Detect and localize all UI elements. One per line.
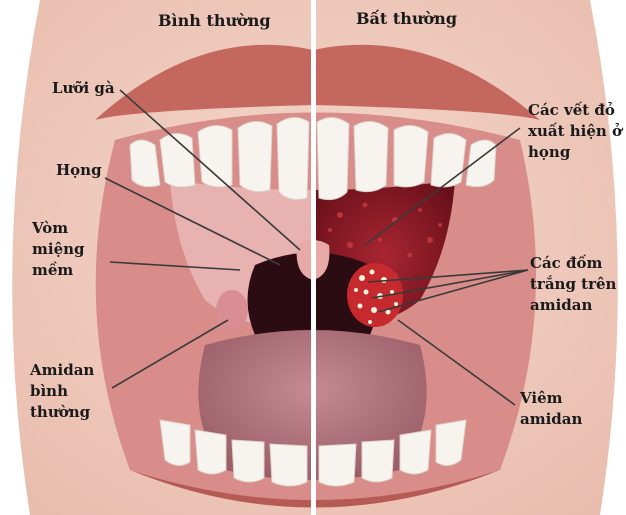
leader-soft-palate: [109, 261, 241, 271]
upper-lip: [95, 44, 540, 120]
leader-throat: [104, 177, 281, 266]
leader-white-spot-1: [367, 269, 529, 283]
label-tonsillitis: Viêm amidan: [520, 389, 583, 428]
header-abnormal: Bất thường: [356, 9, 457, 28]
divider-line: [311, 0, 316, 515]
leader-lines: [104, 89, 529, 406]
leader-white-spot-2: [371, 269, 529, 299]
label-uvula: Lưỡi gà: [52, 79, 115, 97]
lower-lip: [130, 470, 500, 508]
label-throat: Họng: [56, 161, 102, 179]
label-normal-tonsil: Amidan bình thường: [30, 361, 95, 421]
label-red-spots: Các vết đỏ xuất hiện ở họng: [528, 101, 622, 161]
tonsil-normal: [216, 290, 248, 330]
upper-teeth: [129, 117, 497, 200]
leader-uvula: [119, 89, 301, 251]
label-white-spots: Các đốm trắng trên amidan: [530, 254, 617, 314]
lower-teeth: [159, 419, 467, 487]
leader-tonsillitis: [397, 319, 516, 406]
white-spots: [354, 269, 398, 324]
leader-white-spot-3: [377, 269, 529, 313]
leader-normal-tonsil: [111, 319, 229, 389]
header-normal: Bình thường: [158, 11, 271, 30]
label-soft-palate: Vòm miệng mềm: [32, 219, 85, 279]
leader-red-spots: [364, 127, 521, 246]
tonsil-inflamed: [347, 263, 403, 327]
